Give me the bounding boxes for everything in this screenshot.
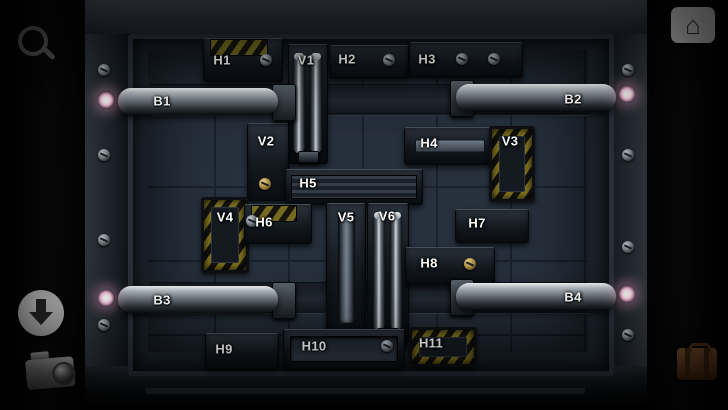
slider-h9[interactable] [205, 333, 279, 369]
piston-b4[interactable] [456, 283, 616, 310]
slider-track [338, 212, 355, 324]
suitcase-handle [689, 343, 711, 353]
panel-jamb-left [85, 34, 128, 366]
slider-handle [415, 139, 485, 153]
slider-v5[interactable] [326, 203, 366, 333]
piston-b2[interactable] [456, 84, 616, 111]
magnifier-handle [42, 46, 56, 61]
slider-h4[interactable] [404, 127, 496, 165]
down-arrow-icon [36, 299, 46, 312]
slider-v4[interactable] [201, 197, 249, 273]
piston-b1[interactable] [118, 88, 278, 115]
scene-left-wall [0, 0, 85, 410]
magnifier-icon[interactable] [16, 24, 56, 64]
pad-core [419, 337, 467, 357]
slider-h5[interactable] [285, 169, 423, 205]
piston-rod [310, 53, 322, 153]
slider-h1[interactable] [203, 38, 283, 82]
hazard-stripe [210, 39, 268, 56]
piston-bracket [298, 151, 319, 163]
panel-frame-top [85, 0, 647, 36]
piston-b3[interactable] [118, 286, 278, 313]
slab-recess [290, 336, 398, 362]
home-button[interactable]: ⌂ [671, 7, 715, 43]
piston-rod [373, 212, 385, 330]
pad-core [211, 207, 239, 263]
down-arrow-head [29, 312, 53, 325]
slab-ridges [291, 175, 417, 199]
piston-rod [390, 212, 402, 330]
back-down-arrow-button[interactable] [18, 290, 64, 336]
slider-h3[interactable] [409, 42, 523, 78]
camera-button[interactable] [24, 342, 80, 398]
slider-h2[interactable] [329, 45, 409, 79]
slider-h10[interactable] [283, 329, 405, 369]
slider-h6[interactable] [244, 204, 312, 244]
hazard-stripe [251, 205, 297, 222]
slider-h7[interactable] [455, 209, 529, 243]
slider-h11[interactable] [409, 327, 477, 367]
slider-v2[interactable] [247, 123, 289, 201]
piston-rod [293, 53, 305, 153]
slider-h8[interactable] [405, 247, 495, 285]
scene-right-wall [647, 0, 728, 410]
magnifier-lens [18, 26, 48, 56]
home-icon: ⌂ [685, 10, 701, 40]
pad-core [499, 136, 525, 192]
piston-v6[interactable] [367, 203, 409, 345]
inventory-suitcase-button[interactable] [677, 343, 717, 380]
panel-sill [145, 388, 585, 394]
slider-v3[interactable] [489, 126, 535, 202]
